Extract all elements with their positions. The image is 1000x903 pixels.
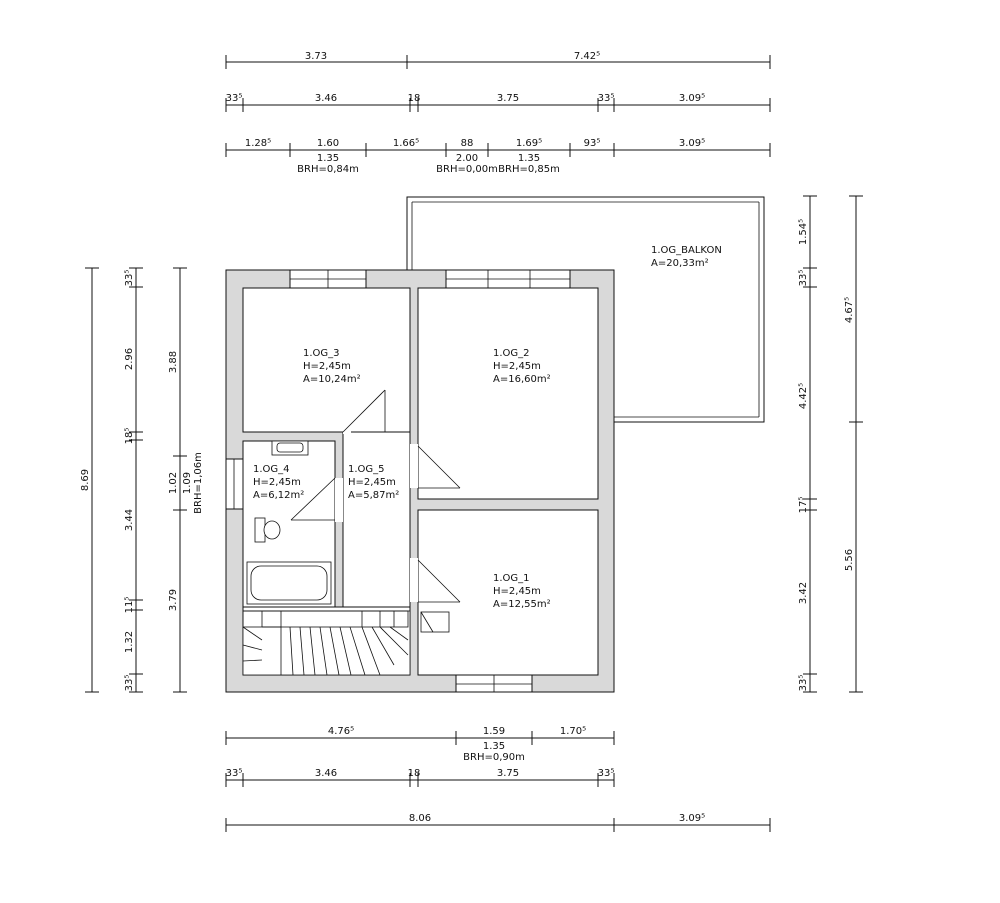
room-label-og1: 1.OG_1 H=2,45m A=12,55m² [493, 573, 551, 610]
dim-label: 8.06 [409, 813, 431, 824]
dim-label: 11⁵ [124, 597, 135, 614]
room-height: H=2,45m [348, 477, 396, 488]
dim-label: 33⁵ [798, 270, 809, 287]
room-area: A=12,55m² [493, 599, 551, 610]
dim-label: BRH=0,85m [498, 164, 560, 175]
top-dimension-row-2: 33⁵ 3.46 18 3.75 33⁵ 3.09⁵ [225, 93, 771, 112]
dim-label: 1.70⁵ [560, 726, 586, 737]
walls [225, 269, 615, 693]
dim-label: 3.88 [168, 351, 179, 373]
room-height: H=2,45m [303, 361, 351, 372]
dim-label: 1.35 [483, 741, 505, 752]
dim-label: 33⁵ [798, 675, 809, 692]
right-dimension-inner: 1.54⁵ 33⁵ 4.42⁵ 17⁵ 3.42 33⁵ [798, 195, 817, 693]
dim-label: 1.54⁵ [798, 219, 809, 245]
dim-label: 3.46 [315, 768, 337, 779]
bottom-dimension-row-1: 4.76⁵ 1.59 1.70⁵ 1.35 BRH=0,90m [225, 726, 615, 763]
dim-label: 1.09 [182, 472, 193, 494]
dim-label: 4.67⁵ [844, 297, 855, 323]
room-height: H=2,45m [493, 361, 541, 372]
dim-label: 3.46 [315, 93, 337, 104]
bottom-dimension-row-2: 33⁵ 3.46 18 3.75 33⁵ [225, 768, 615, 787]
dim-label: 1.69⁵ [516, 138, 542, 149]
dim-label: 1.66⁵ [393, 138, 419, 149]
room-name: 1.OG_1 [493, 573, 530, 584]
dim-label: 1.02 [168, 472, 179, 494]
room-area: A=16,60m² [493, 374, 551, 385]
dim-label: 33⁵ [124, 270, 135, 287]
dim-label: 93⁵ [584, 138, 601, 149]
bathroom-fixtures [246, 440, 332, 605]
dim-label: 33⁵ [226, 93, 243, 104]
room-label-balkon: 1.OG_BALKON A=20,33m² [651, 245, 722, 269]
top-dimension-row-1: 3.73 7.42⁵ [225, 51, 771, 69]
room-name: 1.OG_3 [303, 348, 340, 359]
right-dimension-outer: 4.67⁵ 5.56 [844, 195, 863, 693]
dim-label: 33⁵ [598, 93, 615, 104]
dim-label: 3.42 [798, 582, 809, 604]
dim-label: 3.73 [305, 51, 327, 62]
dim-label: 33⁵ [124, 675, 135, 692]
dim-label: 4.42⁵ [798, 383, 809, 409]
room-height: H=2,45m [253, 477, 301, 488]
room-height: H=2,45m [493, 586, 541, 597]
room-area: A=10,24m² [303, 374, 361, 385]
left-dimension-inner: 3.88 1.02 1.09 BRH=1,06m 3.79 [168, 267, 204, 693]
room-label-og4: 1.OG_4 H=2,45m A=6,12m² [253, 464, 304, 501]
room-area: A=5,87m² [348, 490, 399, 501]
dim-label: 1.35 [518, 153, 540, 164]
dim-label: 1.32 [124, 631, 135, 653]
dim-label: 1.60 [317, 138, 339, 149]
doors [290, 389, 461, 633]
windows [225, 269, 571, 693]
dim-label: 3.09⁵ [679, 138, 705, 149]
room-name: 1.OG_4 [253, 464, 290, 475]
dim-label: 2.00 [456, 153, 478, 164]
dim-label: 3.44 [124, 509, 135, 531]
balcony-outline [406, 196, 765, 423]
dim-label: 1.28⁵ [245, 138, 271, 149]
dim-label: BRH=1,06m [193, 452, 204, 514]
dim-label: 18⁵ [124, 428, 135, 445]
bottom-dimension-row-3: 8.06 3.09⁵ [225, 813, 771, 832]
dim-label: 3.79 [168, 589, 179, 611]
dim-label: 3.75 [497, 768, 519, 779]
room-area: A=6,12m² [253, 490, 304, 501]
dim-label: 3.09⁵ [679, 93, 705, 104]
room-name: 1.OG_BALKON [651, 245, 722, 256]
dim-label: 4.76⁵ [328, 726, 354, 737]
dim-label: BRH=0,84m [297, 164, 359, 175]
dim-label: 33⁵ [226, 768, 243, 779]
room-label-og2: 1.OG_2 H=2,45m A=16,60m² [493, 348, 551, 385]
dim-label: 1.35 [317, 153, 339, 164]
dim-label: BRH=0,90m [463, 752, 525, 763]
room-name: 1.OG_2 [493, 348, 530, 359]
top-dimension-row-3: 1.28⁵ 1.60 1.66⁵ 88 1.69⁵ 93⁵ 3.09⁵ 1.35… [225, 138, 771, 175]
dim-label: 3.09⁵ [679, 813, 705, 824]
dim-label: BRH=0,00m [436, 164, 498, 175]
room-label-og5: 1.OG_5 H=2,45m A=5,87m² [348, 464, 399, 501]
dim-label: 88 [461, 138, 474, 149]
dim-label: 17⁵ [798, 497, 809, 514]
dim-label: 18 [408, 93, 421, 104]
dim-label: 18 [408, 768, 421, 779]
dim-label: 8.69 [80, 469, 91, 491]
room-area: A=20,33m² [651, 258, 709, 269]
room-label-og3: 1.OG_3 H=2,45m A=10,24m² [303, 348, 361, 385]
staircase [242, 610, 411, 676]
dim-label: 3.75 [497, 93, 519, 104]
room-name: 1.OG_5 [348, 464, 385, 475]
dim-label: 7.42⁵ [574, 51, 600, 62]
dim-label: 2.96 [124, 348, 135, 370]
dim-label: 1.59 [483, 726, 505, 737]
dim-label: 33⁵ [598, 768, 615, 779]
left-dimension-outer: 8.69 33⁵ 2.96 18⁵ 3.44 11⁵ 1.32 33⁵ [80, 267, 143, 693]
dim-label: 5.56 [844, 549, 855, 571]
